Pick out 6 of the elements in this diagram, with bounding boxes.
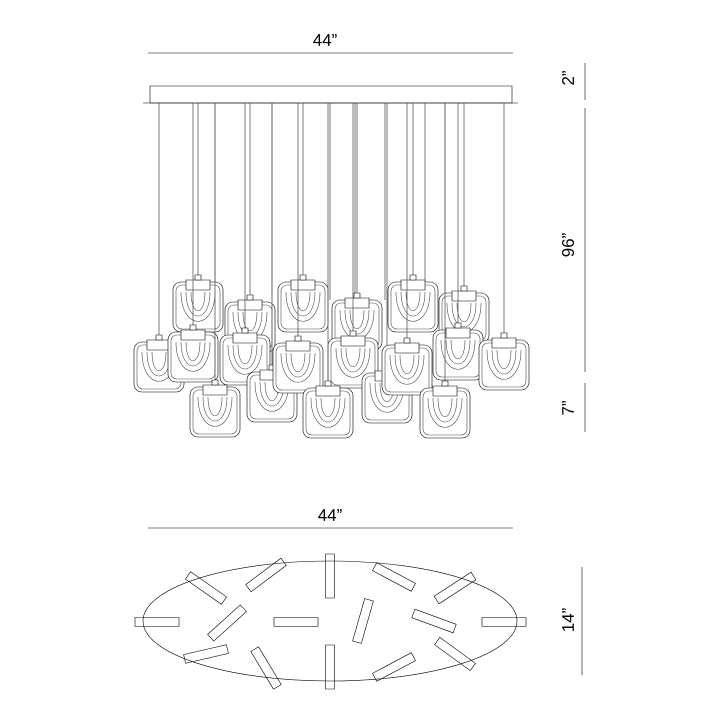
dimension-label: 7” [562, 401, 574, 415]
dimension-label: 2” [562, 71, 574, 85]
dimension-label: 14” [562, 608, 574, 631]
dimension-label: 96” [562, 233, 574, 256]
dimension-label: 44” [313, 34, 337, 46]
dimension-label: 44” [318, 509, 342, 521]
